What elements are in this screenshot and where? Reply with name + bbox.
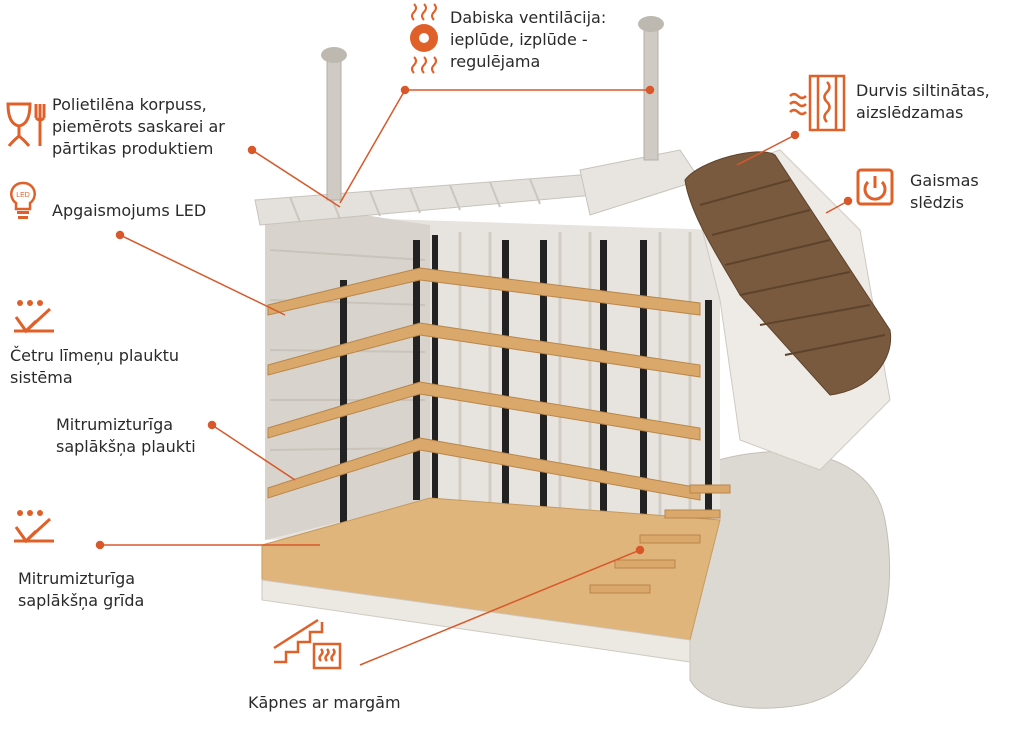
- label-line: Polietilēna korpuss,: [52, 95, 207, 114]
- label-line: pārtikas produktiem: [52, 139, 214, 158]
- label-line: saplākšņa grīda: [18, 591, 145, 610]
- power-switch-icon: [856, 168, 894, 206]
- label-line: regulējama: [450, 52, 541, 71]
- label-stairs: Kāpnes ar margām: [248, 692, 401, 714]
- label-line: Mitrumizturīga: [18, 569, 136, 588]
- label-body: Polietilēna korpuss, piemērots saskarei …: [52, 94, 225, 160]
- cellar-door: [684, 151, 892, 396]
- label-ventilation: Dabiska ventilācija: ieplūde, izplūde - …: [450, 7, 606, 73]
- label-line: Apgaismojums LED: [52, 201, 207, 220]
- label-floor: Mitrumizturīga saplākšņa grīda: [18, 568, 144, 612]
- label-line: ieplūde, izplūde -: [450, 30, 588, 49]
- label-line: sistēma: [10, 368, 73, 387]
- label-line: Mitrumizturīga: [56, 415, 174, 434]
- label-shelves: Mitrumizturīga saplākšņa plaukti: [56, 414, 196, 458]
- label-shelf-system: Četru līmeņu plauktu sistēma: [10, 345, 179, 389]
- label-door: Durvis siltinātas, aizslēdzamas: [856, 80, 990, 124]
- label-line: Kāpnes ar margām: [248, 693, 401, 712]
- fan-heat-icon: [410, 3, 438, 74]
- label-line: Durvis siltinātas,: [856, 81, 990, 100]
- leader-lines: [95, 85, 853, 666]
- label-line: saplākšņa plaukti: [56, 437, 196, 456]
- food-safe-icon: [6, 102, 46, 147]
- label-line: Dabiska ventilācija:: [450, 8, 607, 27]
- label-line: Gaismas: [910, 171, 979, 190]
- label-line: slēdzis: [910, 193, 964, 212]
- led-bulb-icon: LED: [10, 181, 36, 219]
- floor: [261, 497, 721, 641]
- moisture-resistant-icon: [14, 510, 54, 544]
- label-switch: Gaismas slēdzis: [910, 170, 979, 214]
- label-led: Apgaismojums LED: [52, 200, 206, 222]
- label-line: aizslēdzamas: [856, 103, 964, 122]
- moisture-resistant-icon: [14, 300, 54, 334]
- insulated-door-icon: [789, 74, 846, 132]
- stairs-heating-icon: [273, 618, 342, 670]
- label-line: piemērots saskarei ar: [52, 117, 225, 136]
- svg-text:LED: LED: [16, 192, 30, 199]
- label-line: Četru līmeņu plauktu: [10, 346, 180, 365]
